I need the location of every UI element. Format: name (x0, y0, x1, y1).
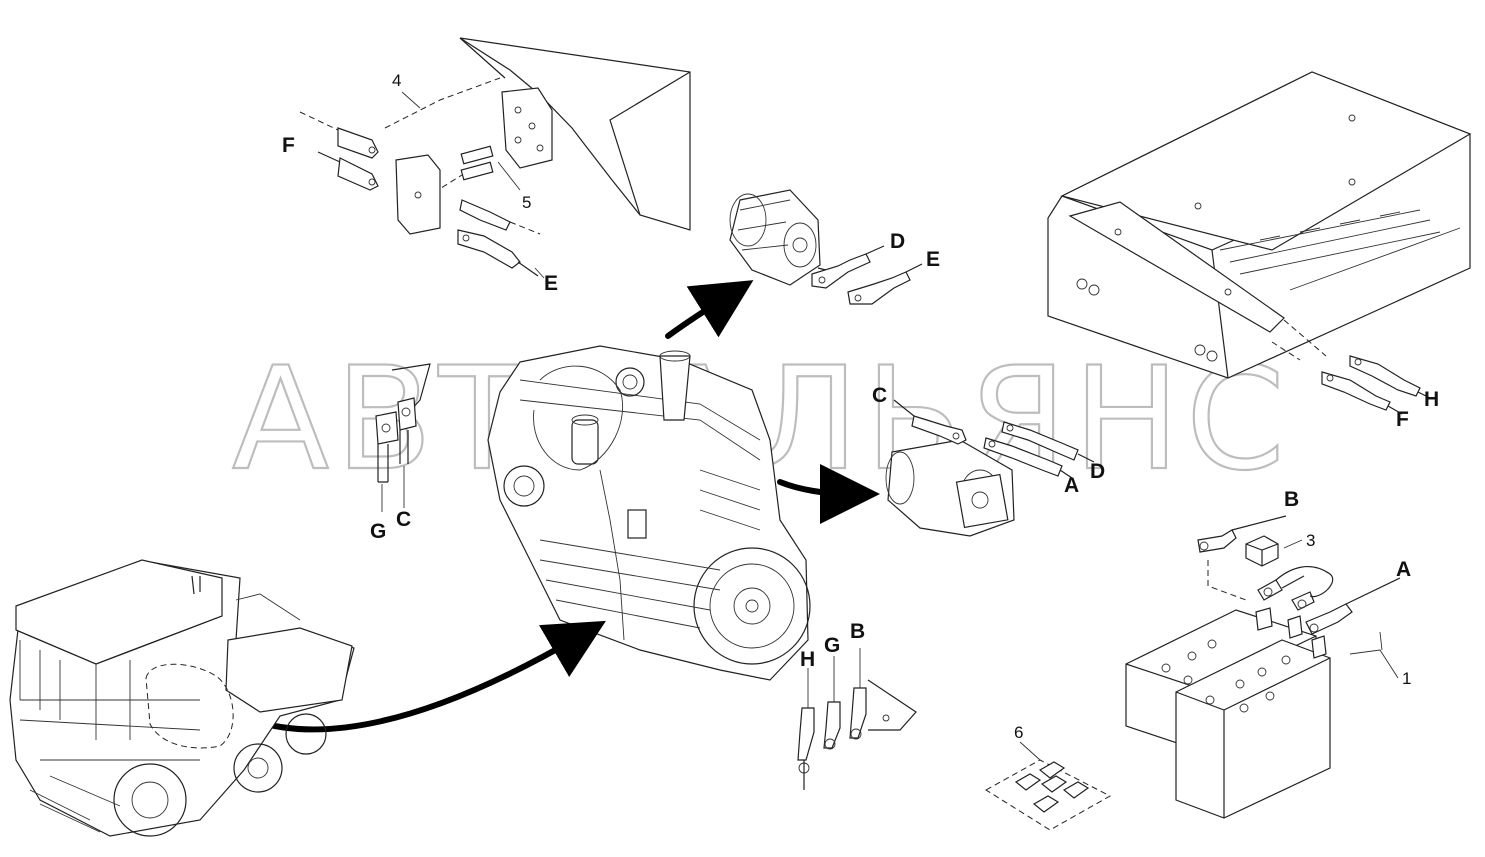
callout-A-battery: A (1396, 558, 1411, 581)
callout-num-5: 5 (522, 193, 531, 212)
callout-num-4: 4 (392, 71, 401, 90)
cable-ends-assembly (797, 648, 917, 790)
callout-G-left: G (370, 520, 386, 543)
callout-num-6: 6 (1014, 723, 1023, 742)
callout-H-ecu: H (1424, 388, 1439, 411)
alternator-assembly (729, 189, 923, 305)
callout-D-starter: D (1090, 460, 1105, 483)
callout-A-starter: A (1064, 474, 1079, 497)
engine-location-outline (145, 663, 234, 749)
control-box-assembly (1047, 71, 1472, 415)
callout-F-ecu: F (1396, 408, 1409, 431)
engine-assembly (487, 345, 811, 681)
callout-num-1: 1 (1402, 669, 1411, 688)
callout-B-battery: B (1284, 488, 1299, 511)
arrow-to-alternator (665, 280, 754, 339)
callout-G-bottom: G (824, 634, 840, 657)
callout-B-bottom: B (850, 620, 865, 643)
callout-C-starter: C (872, 384, 887, 407)
clip-set-assembly (985, 741, 1112, 831)
paver-machine (9, 559, 355, 837)
callout-E-top: E (544, 272, 558, 295)
callout-num-3: 3 (1306, 531, 1315, 550)
starter-motor-assembly (885, 399, 1095, 537)
callout-E-alternator: E (926, 248, 940, 271)
relay-bracket-assembly (299, 37, 691, 279)
arrow-to-starter (777, 463, 880, 524)
callout-F-top: F (282, 134, 295, 157)
battery-assembly (1125, 515, 1401, 819)
callout-D-alternator: D (890, 230, 905, 253)
callout-H-bottom: H (800, 648, 815, 671)
callout-C-left: C (396, 508, 411, 531)
left-terminal-assembly (375, 363, 431, 512)
